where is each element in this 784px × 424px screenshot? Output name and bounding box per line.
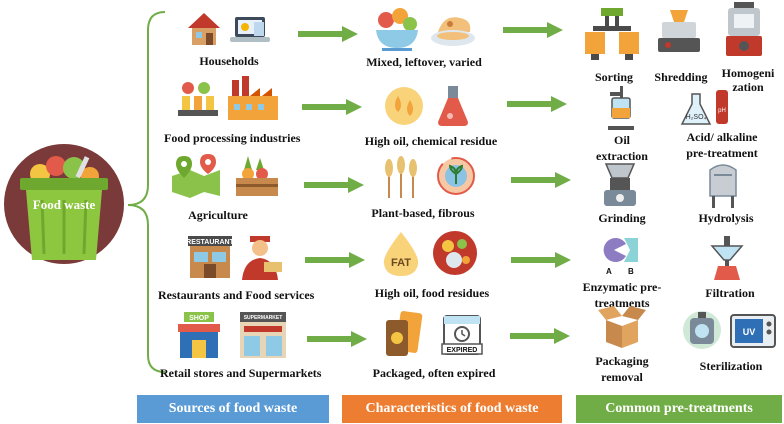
- shop-sign-label: SHOP: [189, 315, 209, 322]
- oil-extraction-icon: [608, 86, 634, 130]
- enzyme-a-label: A: [606, 267, 612, 276]
- restaurant-building-icon: RESTAURANT: [186, 236, 235, 278]
- delivery-person-icon: [242, 236, 282, 280]
- pretreatment-label-oil-extraction-1: Oil: [613, 133, 630, 147]
- sorting-icon: [585, 8, 639, 60]
- characteristic-label-high-oil-chemical: High oil, chemical residue: [364, 134, 498, 148]
- source-label-retail: Retail stores and Supermarkets: [160, 366, 322, 380]
- arrow-icon: [302, 99, 362, 115]
- chemical-flask-icon: [438, 86, 468, 126]
- footer-pretreatments-bar: Common pre-treatments: [576, 395, 782, 423]
- hydrolysis-tank-icon: [709, 164, 737, 208]
- supermarket-icon: SUPERMARKET: [240, 312, 286, 358]
- laptop-icon: [230, 17, 270, 42]
- source-label-food-processing: Food processing industries: [164, 131, 301, 145]
- source-label-agriculture: Agriculture: [188, 208, 248, 222]
- pretreatment-label-acid-alkaline-2: pre-treatment: [686, 146, 758, 160]
- pretreatment-label-packaging-2: removal: [601, 370, 643, 384]
- mixed-food-bowl-icon: [376, 8, 418, 51]
- factory-icon: [228, 76, 278, 120]
- pretreatment-label-enzymatic-2: treatments: [594, 296, 650, 310]
- uv-oven-icon: UV: [730, 314, 776, 348]
- grinder-icon: [604, 163, 636, 206]
- wheat-icon: [385, 156, 417, 198]
- food-waste-bin-icon: [4, 144, 124, 264]
- uv-label: UV: [743, 327, 756, 337]
- leftover-plate-icon: [431, 17, 475, 46]
- food-waste-node: Food waste: [2, 142, 126, 266]
- pretreatment-label-homogenization-1: Homogeni: [721, 66, 775, 80]
- sterilizer-icon: [683, 311, 721, 349]
- shredder-icon: [658, 10, 700, 52]
- enzyme-icon: A B: [603, 238, 638, 276]
- characteristic-label-packaged: Packaged, often expired: [372, 366, 496, 380]
- field-map-icon: [172, 154, 220, 198]
- source-label-restaurants: Restaurants and Food services: [158, 288, 315, 302]
- ph-strip-label: pH: [718, 108, 726, 114]
- fat-label: FAT: [391, 257, 411, 269]
- pretreatment-label-acid-alkaline-1: Acid/ alkaline: [686, 130, 758, 144]
- filtration-icon: [710, 236, 744, 280]
- shop-icon: SHOP: [178, 312, 220, 358]
- footer-characteristics-bar: Characteristics of food waste: [342, 395, 562, 423]
- homogenizer-icon: [726, 2, 762, 56]
- characteristic-label-mixed: Mixed, leftover, varied: [366, 55, 482, 69]
- packaged-food-icon: [386, 311, 423, 356]
- arrow-icon: [307, 331, 367, 347]
- arrow-icon: [304, 177, 364, 193]
- plant-fiber-icon: [437, 157, 475, 195]
- open-box-icon: [598, 306, 646, 348]
- footer-sources-bar: Sources of food waste: [137, 395, 329, 423]
- supermarket-sign-label: SUPERMARKET: [244, 315, 283, 321]
- source-label-households: Households: [199, 54, 259, 68]
- arrow-icon: [510, 328, 570, 344]
- characteristic-label-high-oil-food: High oil, food residues: [374, 286, 490, 300]
- pretreatment-label-packaging-1: Packaging: [595, 354, 649, 368]
- pretreatment-label-oil-extraction-2: extraction: [596, 149, 648, 163]
- oil-drops-icon: [385, 87, 423, 125]
- arrow-icon: [511, 252, 571, 268]
- expired-label: EXPIRED: [447, 347, 478, 354]
- pretreatment-label-shredding: Shredding: [654, 70, 708, 84]
- restaurant-sign-label: RESTAURANT: [186, 239, 234, 246]
- pretreatment-label-enzymatic-1: Enzymatic pre-: [582, 280, 662, 294]
- h2so4-label: H₂SO₄: [686, 114, 707, 121]
- acid-flask-icon: H₂SO₄ pH: [680, 90, 728, 125]
- arrow-icon: [511, 172, 571, 188]
- pretreatment-label-grinding: Grinding: [598, 211, 646, 225]
- characteristic-label-plant-based: Plant-based, fibrous: [371, 206, 475, 220]
- food-residue-bowl-icon: [433, 231, 477, 275]
- pretreatment-label-filtration: Filtration: [705, 286, 755, 300]
- enzyme-b-label: B: [628, 267, 634, 276]
- arrow-icon: [503, 22, 563, 38]
- pretreatment-label-hydrolysis: Hydrolysis: [698, 211, 754, 225]
- pretreatment-label-sorting: Sorting: [594, 70, 633, 84]
- pretreatment-label-homogenization-2: zation: [732, 80, 764, 94]
- house-icon: [188, 13, 220, 45]
- pretreatment-label-sterilization: Sterilization: [699, 359, 763, 373]
- processing-line-icon: [178, 82, 218, 116]
- expired-calendar-icon: EXPIRED: [441, 315, 483, 355]
- arrow-icon: [507, 96, 567, 112]
- vegetable-crate-icon: [236, 156, 278, 196]
- food-waste-label: Food waste: [32, 197, 96, 212]
- arrow-icon: [305, 252, 365, 268]
- fat-drop-icon: FAT: [383, 232, 419, 276]
- arrow-icon: [298, 26, 358, 42]
